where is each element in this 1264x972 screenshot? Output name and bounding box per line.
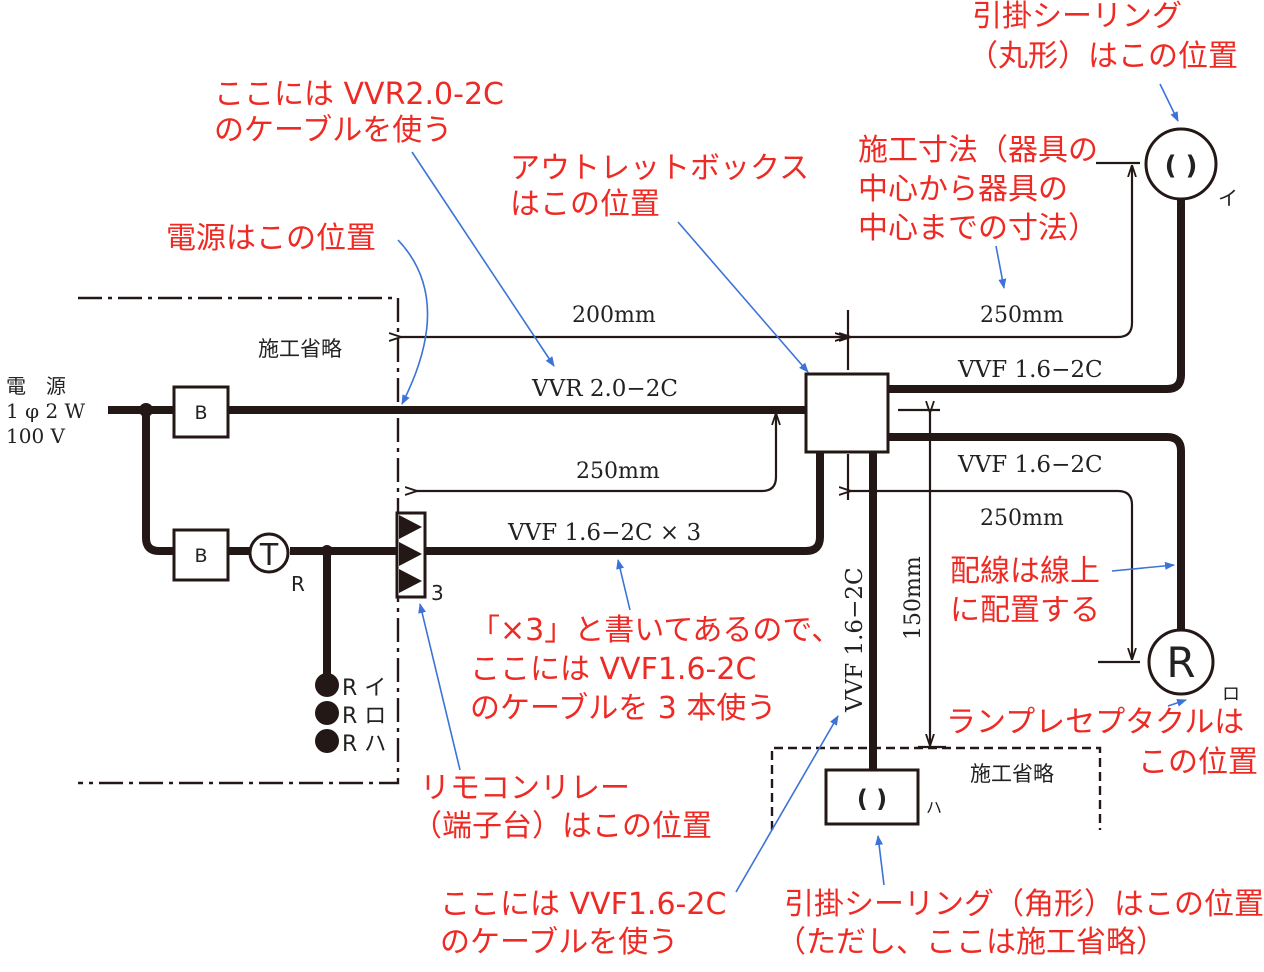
junction-dot [321,545,333,557]
note-wiring-2: に配置する [950,593,1100,628]
note-outlet-1: アウトレットボックス [510,151,809,186]
dim-label-150: 150mm [901,556,926,640]
dim-label-250-right: 250mm [980,506,1064,531]
terminal-triangles [399,515,422,593]
relay-label-i: R イ [342,676,386,701]
breaker-2 [172,528,230,582]
note-remote-1: リモコンリレー [420,771,630,806]
relay-label-ro: R ロ [342,704,386,729]
dimension-lines [400,161,1140,749]
note-wiring-1: 配線は線上 [950,554,1100,589]
note-lamp-2: この位置 [1138,745,1258,780]
note-dimension-3: 中心までの寸法） [858,211,1098,246]
note-remote-2: （端子台）はこの位置 [412,809,712,844]
lamp-receptacle-glyph: R [1166,638,1195,687]
relay-dot [315,701,339,725]
cable-label-x3: VVF 1.6−2C × 3 [507,520,701,546]
note-x3-3: のケーブルを 3 本使う [470,691,776,726]
breaker-2-label: B [194,545,207,567]
ceiling-round-glyph: ( ) [1165,151,1198,181]
outlet-box [804,372,890,454]
breaker-1 [172,385,230,439]
note-ceiling-round-2: （丸形）はこの位置 [968,39,1238,74]
terminal-count: 3 [431,581,444,605]
dim-label-250-top: 250mm [980,303,1064,328]
note-vvf-1: ここには VVF1.6-2C [440,887,726,922]
power-label-2: 1 φ 2 W [6,399,86,423]
dim-label-250-mid: 250mm [576,459,660,484]
note-dimension-1: 施工寸法（器具の [858,133,1098,168]
note-vvr-1: ここには VVR2.0-2C [214,77,504,112]
power-label-3: 100 V [6,424,66,448]
note-outlet-2: はこの位置 [510,187,660,222]
note-x3-1: 「×3」と書いてあるので、 [470,613,841,648]
label-ro: ロ [1222,684,1240,705]
note-ceiling-square-1: 引掛シーリング（角形）はこの位置 [784,887,1264,922]
note-dimension-2: 中心から器具の [858,172,1068,207]
cable-label-right-top: VVF 1.6−2C [957,357,1103,383]
omit-label-left: 施工省略 [258,337,342,361]
transformer-label: T [259,538,279,573]
note-ceiling-round-1: 引掛シーリング [972,0,1182,34]
omit-label-bottom: 施工省略 [970,762,1054,786]
ceiling-round-symbol [1144,127,1218,201]
ceiling-square-symbol [824,768,920,826]
note-vvr-2: のケーブルを使う [214,113,452,148]
note-lamp-1: ランプレセプタクルは [946,705,1244,740]
cable-label-vertical: VVF 1.6−2C [842,567,868,713]
ceiling-square-glyph: ( ) [857,785,887,813]
breaker-1-label: B [194,402,207,424]
annotation-arrows [397,83,1187,893]
note-power: 電源はこの位置 [166,221,376,256]
power-label-1: 電 源 [6,374,66,398]
note-vvf-2: のケーブルを使う [440,925,678,960]
dim-label-200: 200mm [572,303,656,328]
cable-label-right-mid: VVF 1.6−2C [957,452,1103,478]
transformer-symbol [248,532,290,574]
omit-area-bottom-border [770,746,1102,830]
transformer-sub-label: R [291,572,305,596]
cable-label-vvr: VVR 2.0−2C [531,376,678,402]
note-x3-2: ここには VVF1.6-2C [470,652,756,687]
label-i: イ [1218,186,1238,210]
label-ha: ハ [926,798,942,817]
relay-label-ha: R ハ [342,732,386,757]
relay-dot [315,673,339,697]
junction-dot [139,403,153,417]
relay-dot [315,729,339,753]
note-ceiling-square-2: （ただし、ここは施工省略） [776,925,1166,960]
lamp-receptacle-symbol [1147,628,1215,696]
